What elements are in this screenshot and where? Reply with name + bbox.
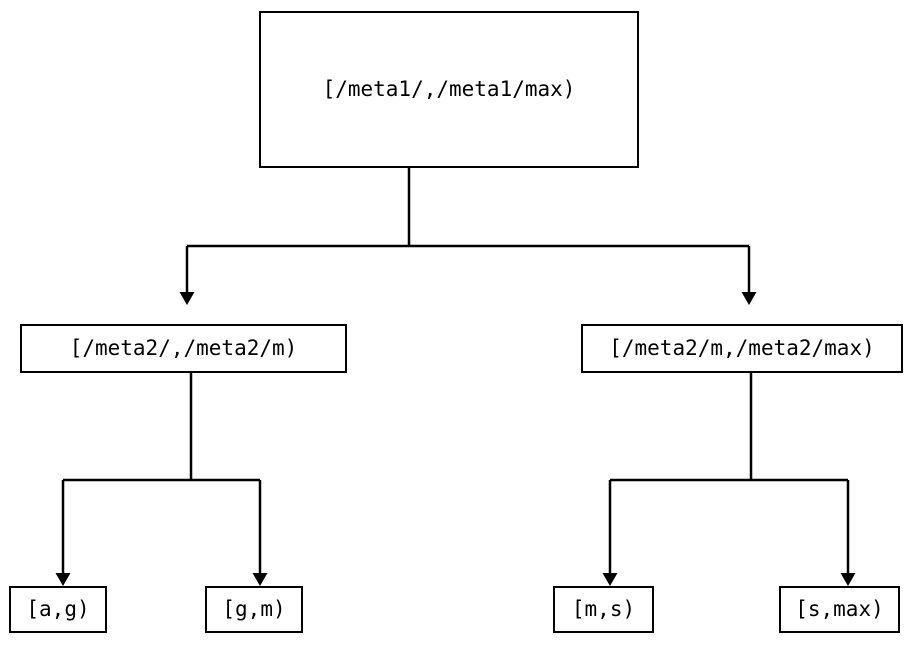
tree-node-root[interactable]: [/meta1/,/meta1/max) [259, 11, 639, 168]
tree-node-mid-left-label: [/meta2/,/meta2/m) [69, 336, 298, 360]
tree-node-leaf-1[interactable]: [a,g) [9, 586, 107, 633]
tree-node-mid-right[interactable]: [/meta2/m,/meta2/max) [581, 324, 903, 373]
arrowhead-icon [252, 573, 268, 586]
arrowhead-icon [741, 292, 757, 305]
tree-node-leaf-3-label: [m,s) [571, 597, 636, 621]
tree-node-leaf-1-label: [a,g) [26, 597, 90, 621]
arrowhead-icon [602, 573, 618, 586]
edge-midleft-to-leaves [55, 373, 268, 586]
tree-node-leaf-4[interactable]: [s,max) [779, 586, 900, 633]
tree-node-mid-right-label: [/meta2/m,/meta2/max) [609, 336, 875, 360]
tree-node-leaf-4-label: [s,max) [795, 597, 884, 621]
arrowhead-icon [179, 292, 195, 305]
tree-node-leaf-3[interactable]: [m,s) [553, 586, 654, 633]
tree-node-mid-left[interactable]: [/meta2/,/meta2/m) [20, 324, 347, 373]
edge-root-to-mid [179, 168, 757, 305]
tree-node-root-label: [/meta1/,/meta1/max) [322, 77, 576, 101]
tree-node-leaf-2-label: [g,m) [222, 597, 286, 621]
arrowhead-icon [55, 573, 71, 586]
tree-node-leaf-2[interactable]: [g,m) [205, 586, 303, 633]
edge-midright-to-leaves [602, 373, 856, 586]
arrowhead-icon [840, 573, 856, 586]
